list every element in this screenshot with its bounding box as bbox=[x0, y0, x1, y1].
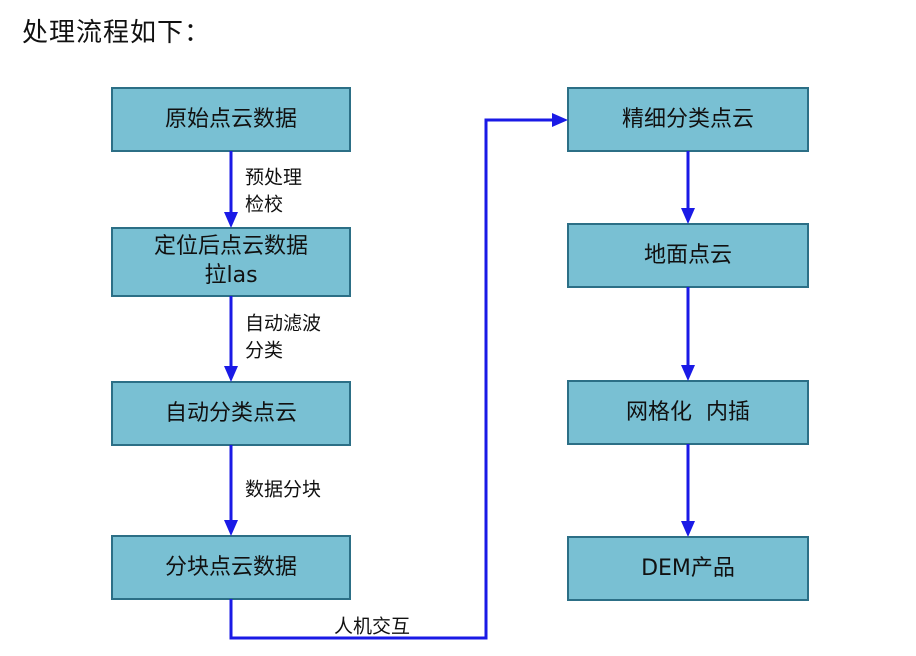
node-grid-interpolation: 网格化 内插 bbox=[567, 380, 809, 445]
node-ground-point-cloud: 地面点云 bbox=[567, 223, 809, 288]
node-label: 原始点云数据 bbox=[165, 107, 297, 132]
arrow-grid-to-dem bbox=[681, 444, 695, 537]
arrow-auto-to-tiled bbox=[224, 445, 238, 536]
node-label: 定位后点云数据 bbox=[154, 234, 308, 259]
arrow-ground-to-grid bbox=[681, 287, 695, 381]
arrow-tiled-to-refined bbox=[229, 113, 568, 640]
node-label: 精细分类点云 bbox=[622, 107, 754, 132]
node-positioned-point-cloud: 定位后点云数据 拉las bbox=[111, 227, 351, 297]
node-label: 网格化 内插 bbox=[626, 400, 750, 425]
node-label: 拉las bbox=[204, 263, 257, 288]
arrow-refined-to-ground bbox=[681, 151, 695, 224]
node-auto-classified-point-cloud: 自动分类点云 bbox=[111, 381, 351, 446]
node-label: DEM产品 bbox=[641, 556, 735, 581]
edge-label-interactive: 人机交互 bbox=[334, 616, 410, 638]
edge-label-tiling: 数据分块 bbox=[245, 479, 321, 501]
node-refined-classified-point-cloud: 精细分类点云 bbox=[567, 87, 809, 152]
node-raw-point-cloud: 原始点云数据 bbox=[111, 87, 351, 152]
arrow-positioned-to-auto bbox=[224, 296, 238, 382]
page-heading: 处理流程如下： bbox=[22, 18, 212, 48]
edge-label-classify: 分类 bbox=[245, 340, 283, 362]
node-tiled-point-cloud: 分块点云数据 bbox=[111, 535, 351, 600]
edge-label-calibrate: 检校 bbox=[245, 194, 283, 216]
node-label: 地面点云 bbox=[644, 243, 732, 268]
node-dem-product: DEM产品 bbox=[567, 536, 809, 601]
arrow-raw-to-positioned bbox=[224, 151, 238, 228]
edge-label-auto-filter: 自动滤波 bbox=[245, 313, 321, 335]
edge-label-preprocess: 预处理 bbox=[245, 167, 302, 189]
node-label: 分块点云数据 bbox=[165, 555, 297, 580]
node-label: 自动分类点云 bbox=[165, 401, 297, 426]
